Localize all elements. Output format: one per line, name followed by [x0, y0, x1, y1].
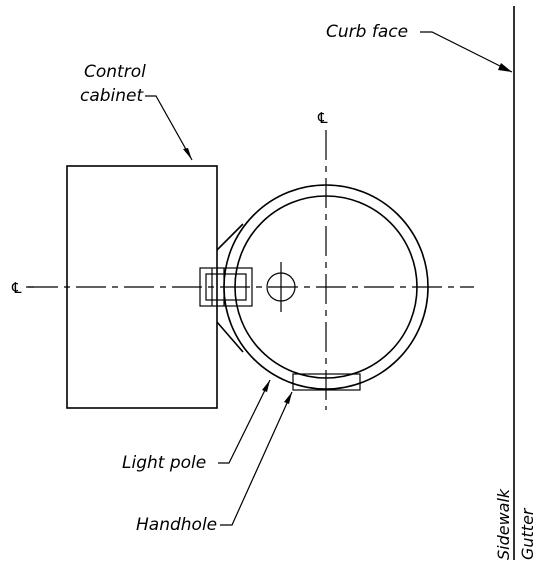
conduit-bracket-outer — [199, 267, 253, 307]
horizontal-centerline-symbol: ℄ — [11, 279, 22, 297]
base-tangent-top — [216, 223, 244, 251]
base-tangent-bottom — [216, 321, 244, 353]
light-pole-leader — [218, 379, 271, 464]
control-cabinet-label-line1: Control — [84, 62, 146, 82]
handhole — [292, 373, 361, 391]
gutter-label: Gutter — [518, 507, 537, 560]
curb-face-leader — [420, 31, 513, 73]
light-pole-label: Light pole — [122, 453, 206, 473]
handhole-leader — [220, 391, 293, 526]
control-cabinet-leader — [145, 95, 193, 161]
curb-face-label: Curb face — [326, 22, 408, 42]
sidewalk-label: Sidewalk — [494, 488, 513, 560]
control-cabinet-label-line2: cabinet — [80, 86, 145, 106]
handhole-arrowhead — [284, 392, 292, 404]
curb-face-arrowhead — [498, 63, 512, 72]
control-cabinet-arrowhead — [183, 148, 192, 160]
handhole-label: Handhole — [136, 515, 217, 535]
pole-base-inner-circle — [234, 195, 418, 379]
vertical-centerline-symbol: ℄ — [317, 109, 328, 127]
conduit-bracket-inner — [205, 273, 247, 301]
light-pole-arrowhead — [262, 380, 270, 392]
